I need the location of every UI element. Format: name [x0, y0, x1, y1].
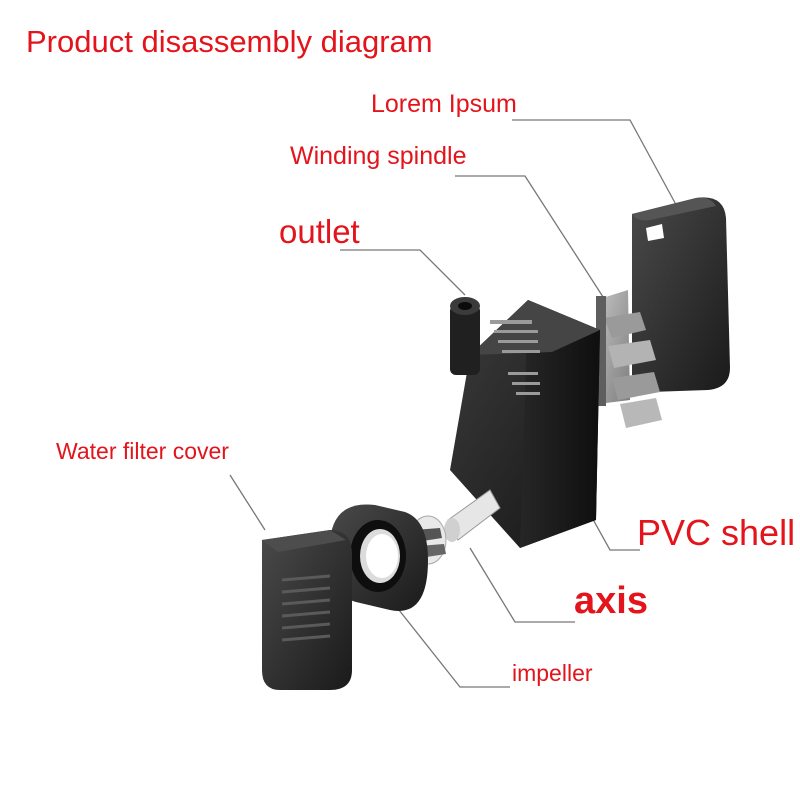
leader-winding-spindle	[455, 175, 606, 301]
filter-grille	[281, 574, 331, 642]
water-filter-cover	[262, 530, 352, 690]
leader-water-filter-cover	[229, 474, 266, 531]
diagram-title: Product disassembly diagram	[26, 24, 433, 59]
leader-lorem-ipsum	[512, 119, 681, 213]
label-outlet: outlet	[279, 213, 360, 250]
label-winding-spindle: Winding spindle	[290, 142, 467, 170]
label-axis: axis	[574, 580, 648, 622]
label-pvc-shell: PVC shell	[637, 512, 796, 553]
axis-shaft	[444, 489, 501, 542]
label-impeller: impeller	[512, 660, 593, 686]
label-lorem-ipsum: Lorem Ipsum	[371, 90, 517, 118]
leader-impeller	[394, 604, 510, 688]
rear-cover	[632, 197, 730, 393]
pvc-shell-body	[450, 297, 600, 548]
leader-axis	[469, 547, 575, 623]
outlet-nozzle	[450, 297, 480, 375]
leader-lines	[229, 119, 681, 688]
label-water-filter-cover: Water filter cover	[56, 438, 229, 464]
winding-spindle	[596, 290, 662, 428]
leader-outlet	[340, 249, 466, 296]
spec-plate	[490, 320, 540, 395]
impeller-ring	[329, 504, 428, 611]
